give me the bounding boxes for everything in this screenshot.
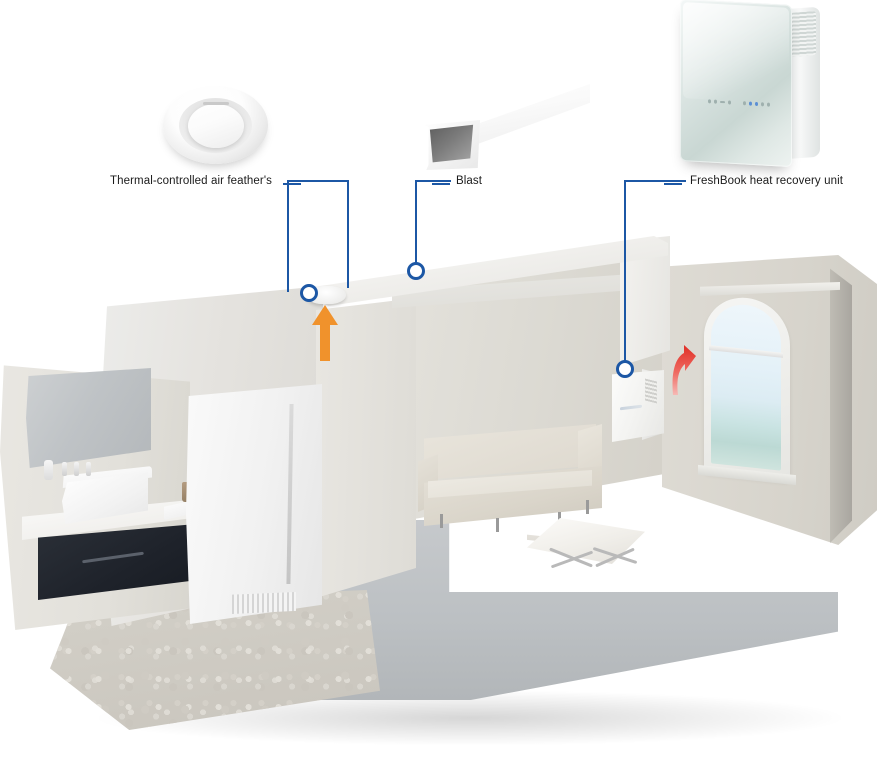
- callout-label-duct: Blast: [456, 175, 483, 187]
- product-round-ceiling-diffuser: [163, 78, 268, 173]
- shower-extract-grill: [232, 592, 296, 614]
- leader-horizontal: [415, 180, 451, 182]
- partition-wall: [316, 298, 416, 598]
- product-flat-rectangular-duct: [418, 84, 590, 170]
- shower-enclosure-door: [186, 384, 322, 624]
- callout-label-hrv: FreshBook heat recovery unit: [690, 175, 844, 187]
- callout-rule-hrv: [664, 183, 682, 185]
- sofa-leg: [496, 518, 499, 532]
- basin-taps: [52, 458, 98, 478]
- leader-endpoint-dot: [616, 360, 634, 378]
- callout-rule-duct: [432, 183, 450, 185]
- leader-vertical: [415, 180, 417, 266]
- sofa-leg: [586, 500, 589, 514]
- supply-air-arrow: [312, 305, 338, 361]
- callout-rule-diffuser: [283, 183, 301, 185]
- tap: [86, 462, 91, 476]
- callout-label-diffuser: Thermal-controlled air feather's: [110, 175, 272, 187]
- installed-hrv-vents: [645, 378, 657, 404]
- arrow-shaft: [320, 323, 330, 361]
- curved-arrow-path: [672, 345, 696, 395]
- right-wall-edge: [830, 268, 852, 543]
- extract-air-arrow: [672, 345, 698, 395]
- soap-dispenser: [44, 460, 53, 480]
- duct-open-end-interior: [429, 124, 474, 163]
- leader-horizontal: [287, 180, 349, 182]
- bathroom-mirror: [26, 368, 151, 468]
- leader-endpoint-dot: [300, 284, 318, 302]
- leader-vertical-right: [347, 180, 349, 288]
- leader-endpoint-dot: [407, 262, 425, 280]
- diffuser-center-cap: [188, 104, 244, 148]
- leader-vertical: [624, 180, 626, 364]
- tap: [62, 462, 67, 476]
- leader-horizontal: [624, 180, 686, 182]
- arrow-head: [312, 305, 338, 325]
- coffee-table-legs: [548, 546, 638, 578]
- leader-vertical-left: [287, 180, 289, 292]
- tap: [74, 462, 79, 476]
- diffuser-slot: [203, 102, 229, 105]
- sofa-leg: [440, 514, 443, 528]
- arched-window-glass: [711, 301, 781, 471]
